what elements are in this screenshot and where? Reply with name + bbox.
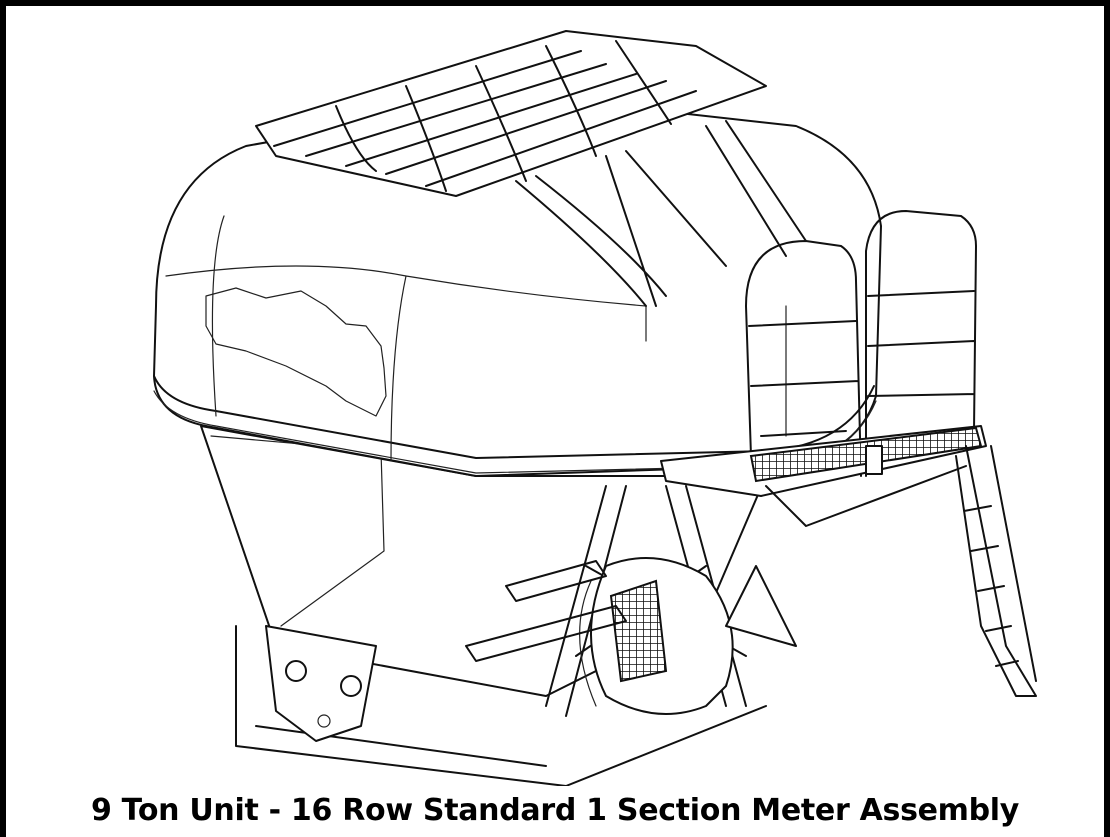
side-ladder <box>955 445 1037 697</box>
ladder-rails <box>745 210 977 477</box>
meter-assembly-line-drawing <box>153 30 1037 786</box>
meter-screen <box>609 579 668 683</box>
roof-rails <box>515 120 807 307</box>
lower-beam <box>465 560 627 662</box>
figure-caption: 9 Ton Unit - 16 Row Standard 1 Section M… <box>90 793 1020 828</box>
motor-bracket <box>265 625 377 742</box>
motor-left-icon <box>285 660 307 682</box>
motor-right-icon <box>340 675 362 697</box>
warning-triangle-icon <box>725 565 797 647</box>
tank-cutaway <box>205 287 387 417</box>
